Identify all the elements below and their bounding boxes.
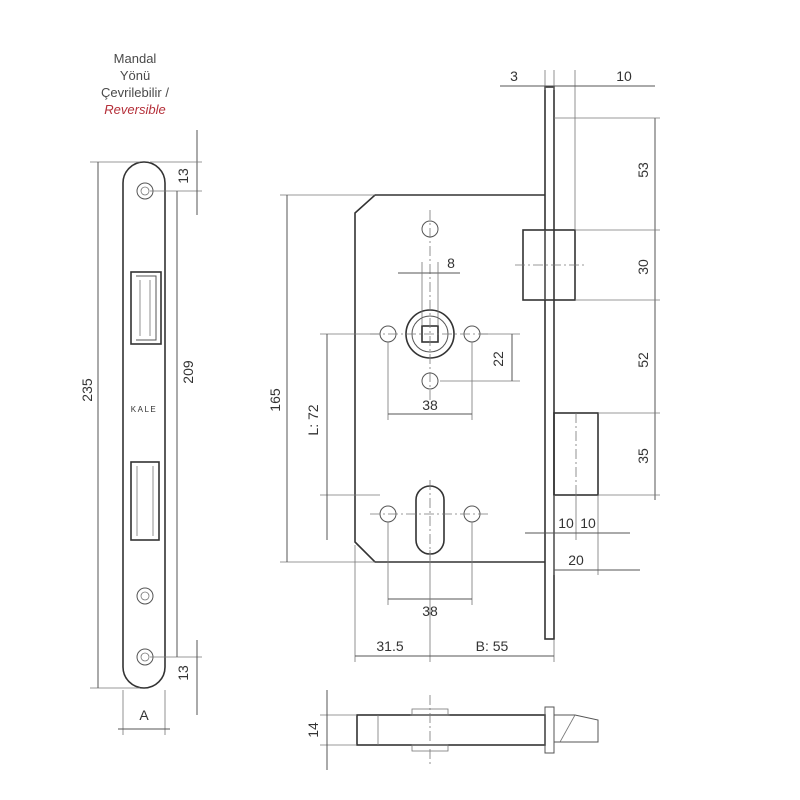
latch-bolt (522, 229, 576, 301)
dim-rosette-offset: 22 (490, 351, 506, 367)
side-faceplate (544, 86, 555, 640)
dim-faceplate-height: 235 (79, 378, 95, 402)
dim-top-left: 3 (510, 68, 518, 84)
brand-label: KALE (131, 405, 157, 414)
lock-body-side-view: 3 10 53 30 52 35 165 L: 72 8 22 (267, 68, 660, 662)
dim-distance-l: L: 72 (305, 404, 321, 435)
title-line-2: Yönü (119, 68, 151, 83)
dim-bottom-offset: 13 (175, 665, 191, 681)
screw-hole-bottom-inner (140, 652, 150, 662)
screw-hole-mid-inner (140, 591, 150, 601)
dim-thickness: 14 (305, 722, 321, 738)
dim-rosette-spacing: 38 (422, 397, 438, 413)
faceplate-outline (122, 161, 166, 689)
dim-bolt-throw-a: 10 (558, 515, 574, 531)
dim-faceplate-width: A (139, 707, 149, 723)
dim-hole-spacing: 209 (180, 360, 196, 384)
dim-bolt-throw-total: 20 (568, 552, 584, 568)
dim-top-right: 10 (616, 68, 632, 84)
dim-edge-offset: 31.5 (376, 638, 403, 654)
dim-bolt-throw-b: 10 (580, 515, 596, 531)
dim-backset: B: 55 (476, 638, 509, 654)
cylinder-profile (415, 485, 445, 555)
top-view-body (356, 714, 546, 746)
lock-top-view: 14 (305, 690, 599, 770)
top-view-latch-edge (559, 714, 576, 743)
dim-top-offset: 13 (175, 168, 191, 184)
latch-bevel (136, 275, 157, 341)
dim-mid-gap: 52 (635, 352, 651, 368)
bolt-window (130, 461, 160, 541)
top-view-latch (554, 714, 599, 743)
screw-hole-top-inner (140, 186, 150, 196)
faceplate-front-view: KALE 235 209 13 13 A (79, 130, 202, 735)
dim-bolt-height: 35 (635, 448, 651, 464)
screw-hole-mid (136, 587, 154, 605)
title-reversible: Reversible (104, 102, 166, 117)
dim-spindle-width: 8 (447, 255, 455, 271)
title-line-1: Mandal (113, 51, 157, 66)
title-line-3: Çevrilebilir / (101, 85, 169, 100)
latch-window (130, 271, 162, 345)
lock-case-outline (354, 194, 545, 563)
dim-latch-height: 30 (635, 259, 651, 275)
dim-upper-gap: 53 (635, 162, 651, 178)
top-view-faceplate (544, 706, 555, 754)
dim-body-height: 165 (267, 388, 283, 412)
title-block: Mandal Yönü Çevrilebilir / Reversible (80, 50, 190, 118)
